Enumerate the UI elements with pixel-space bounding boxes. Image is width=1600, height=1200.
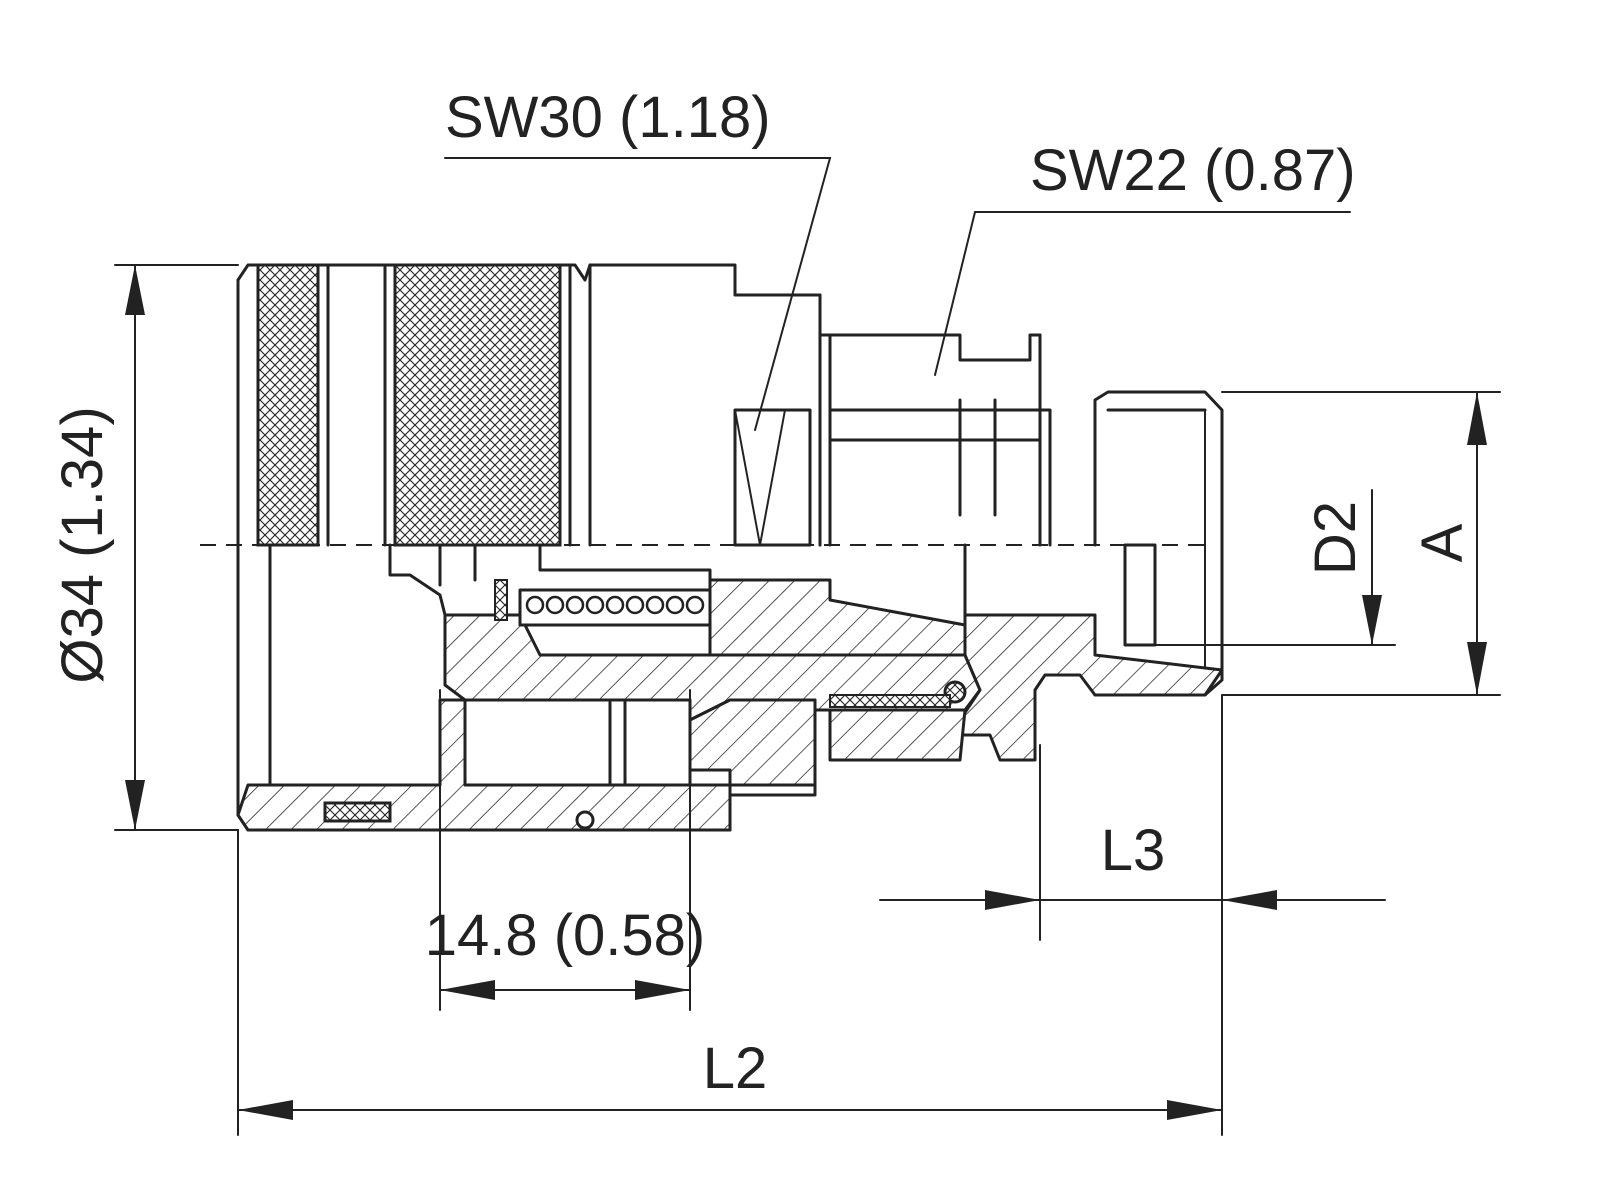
label-d2: D2 [1303,501,1368,575]
dimension-sw22: SW22 (0.87) [934,138,1356,376]
sw22-nut [818,333,1042,547]
dimension-diameter: Ø34 (1.34) [50,264,239,831]
dimension-l3: L3 [879,694,1386,1136]
label-l2: L2 [703,1036,768,1101]
label-diameter: Ø34 (1.34) [50,406,115,683]
seal-ring-lower [323,801,392,823]
label-sw30: SW30 (1.18) [445,85,771,150]
coupling-body-section [388,543,1224,787]
label-sw22: SW22 (0.87) [1030,138,1356,203]
dimension-l2: L2 [237,829,1223,1136]
lower-sleeve-section [236,543,817,832]
knurl-band-left [256,263,320,547]
dimension-sw30: SW30 (1.18) [444,85,832,431]
locking-sleeve [236,263,822,817]
knurl-band-right [393,263,562,547]
dimension-14-8: 14.8 (0.58) [425,689,706,1011]
sw30-hex [733,293,822,547]
label-width-148: 14.8 (0.58) [425,903,706,968]
dimension-a-d2: A D2 [1154,391,1501,696]
label-l3: L3 [1101,818,1166,883]
spring [494,579,712,627]
label-a: A [1410,523,1475,562]
